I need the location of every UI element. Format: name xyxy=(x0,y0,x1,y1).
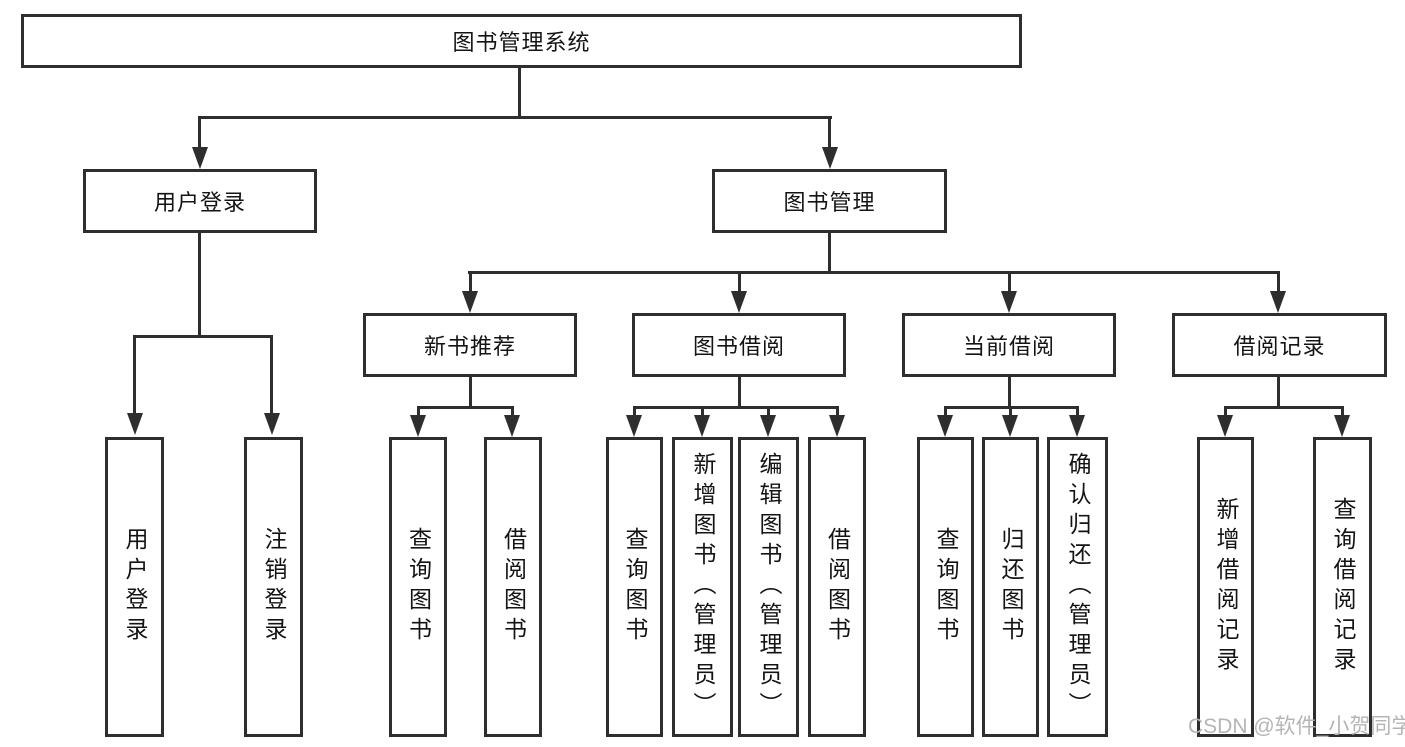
connector-logout-arrow-stem xyxy=(270,335,273,415)
arrowhead-br-query xyxy=(1334,415,1350,437)
arrowhead-logout xyxy=(264,413,280,435)
node-login-label: 用户登录 xyxy=(122,527,148,647)
node-cb-return-books-label: 归还图书 xyxy=(998,527,1024,647)
arrowhead-br-add xyxy=(1217,415,1233,437)
connector-login-arrow-stem xyxy=(133,335,136,415)
node-br-query-record: 查询借阅记录 xyxy=(1313,437,1372,737)
node-nb-borrow-books: 借阅图书 xyxy=(484,437,542,737)
arrowhead-cb-confirm xyxy=(1069,415,1085,437)
node-logout-label: 注销登录 xyxy=(261,527,287,647)
connector-current-borrow-arrow-stem xyxy=(1008,271,1011,293)
node-bb-edit-books-admin: 编辑图书（管理员） xyxy=(738,437,799,737)
watermark-text: CSDN @软件_小贺同学 xyxy=(1188,715,1405,738)
node-cb-confirm-return-admin-label: 确认归还（管理员） xyxy=(1065,452,1091,722)
connector-book-mgmt-stem xyxy=(828,233,831,273)
node-login: 用户登录 xyxy=(105,437,164,737)
node-book-borrow-label: 图书借阅 xyxy=(692,334,785,359)
connector-level2-hline xyxy=(468,271,1280,274)
node-book-borrow: 图书借阅 xyxy=(632,313,846,377)
node-new-books: 新书推荐 xyxy=(363,313,577,377)
arrowhead-current-borrow xyxy=(1001,291,1017,313)
node-bb-add-books-admin: 新增图书（管理员） xyxy=(672,437,733,737)
connector-borrow-records-stem xyxy=(1277,377,1280,408)
connector-new-books-hline xyxy=(417,406,513,409)
node-nb-query-books: 查询图书 xyxy=(389,437,447,737)
connector-book-mgmt-arrow-stem xyxy=(828,116,831,148)
node-cb-query-books: 查询图书 xyxy=(917,437,974,737)
node-book-management: 图书管理 xyxy=(712,169,947,233)
connector-new-books-stem xyxy=(469,377,472,408)
connector-book-borrow-stem xyxy=(738,377,741,408)
connector-bb-borrow-arrow-stem xyxy=(836,406,839,417)
connector-borrow-records-arrow-stem xyxy=(1277,271,1280,293)
node-bb-query-books: 查询图书 xyxy=(606,437,663,737)
arrowhead-nb-query xyxy=(410,415,426,437)
connector-nb-query-arrow-stem xyxy=(417,406,420,417)
node-nb-borrow-books-label: 借阅图书 xyxy=(500,527,527,647)
arrowhead-bb-query xyxy=(626,415,642,437)
node-root: 图书管理系统 xyxy=(21,14,1022,68)
node-br-add-record-label: 新增借阅记录 xyxy=(1213,497,1239,677)
node-user-login: 用户登录 xyxy=(83,169,317,233)
arrowhead-cb-return xyxy=(1002,415,1018,437)
node-current-borrow-label: 当前借阅 xyxy=(962,334,1055,359)
node-borrow-records: 借阅记录 xyxy=(1172,313,1387,377)
arrowhead-cb-query xyxy=(937,415,953,437)
connector-nb-borrow-arrow-stem xyxy=(511,406,514,417)
node-br-query-record-label: 查询借阅记录 xyxy=(1330,497,1356,677)
connector-new-books-arrow-stem xyxy=(469,271,472,293)
node-book-management-label: 图书管理 xyxy=(783,190,876,215)
arrowhead-nb-borrow xyxy=(504,415,520,437)
arrowhead-new-books xyxy=(462,291,478,313)
connector-borrow-records-hline xyxy=(1224,406,1343,409)
connector-bb-edit-arrow-stem xyxy=(767,406,770,417)
connector-book-borrow-arrow-stem xyxy=(738,271,741,293)
node-current-borrow: 当前借阅 xyxy=(902,313,1116,377)
node-cb-confirm-return-admin: 确认归还（管理员） xyxy=(1047,437,1108,737)
connector-cb-confirm-arrow-stem xyxy=(1076,406,1079,417)
arrowhead-user-login xyxy=(192,147,208,169)
connector-br-query-arrow-stem xyxy=(1341,406,1344,417)
arrowhead-bb-borrow xyxy=(829,415,845,437)
connector-level1-hline xyxy=(198,116,832,119)
arrowhead-bb-add xyxy=(694,415,710,437)
connector-cb-return-arrow-stem xyxy=(1009,406,1012,417)
node-nb-query-books-label: 查询图书 xyxy=(405,527,432,647)
connector-br-add-arrow-stem xyxy=(1224,406,1227,417)
node-bb-query-books-label: 查询图书 xyxy=(622,527,648,647)
node-cb-query-books-label: 查询图书 xyxy=(933,527,959,647)
node-user-login-label: 用户登录 xyxy=(153,190,246,215)
connector-current-borrow-stem xyxy=(1008,377,1011,408)
arrowhead-book-mgmt xyxy=(822,147,838,169)
arrowhead-login xyxy=(127,413,143,435)
node-bb-add-books-admin-label: 新增图书（管理员） xyxy=(690,452,716,722)
connector-root-stem xyxy=(518,68,521,118)
connector-user-login-hline xyxy=(133,335,273,338)
node-bb-edit-books-admin-label: 编辑图书（管理员） xyxy=(756,452,782,722)
node-new-books-label: 新书推荐 xyxy=(423,334,516,359)
node-cb-return-books: 归还图书 xyxy=(982,437,1039,737)
node-bb-borrow-books: 借阅图书 xyxy=(808,437,866,737)
connector-user-login-arrow-stem xyxy=(198,116,201,148)
connector-bb-add-arrow-stem xyxy=(701,406,704,417)
node-borrow-records-label: 借阅记录 xyxy=(1233,334,1326,359)
arrowhead-book-borrow xyxy=(731,291,747,313)
connector-bb-query-arrow-stem xyxy=(633,406,636,417)
connector-user-login-stem xyxy=(198,233,201,337)
connector-cb-query-arrow-stem xyxy=(944,406,947,417)
connector-book-borrow-hline xyxy=(633,406,838,409)
node-br-add-record: 新增借阅记录 xyxy=(1197,437,1254,737)
node-bb-borrow-books-label: 借阅图书 xyxy=(824,527,851,647)
node-logout: 注销登录 xyxy=(244,437,303,737)
node-root-label: 图书管理系统 xyxy=(452,30,591,55)
arrowhead-bb-edit xyxy=(760,415,776,437)
arrowhead-borrow-records xyxy=(1270,291,1286,313)
